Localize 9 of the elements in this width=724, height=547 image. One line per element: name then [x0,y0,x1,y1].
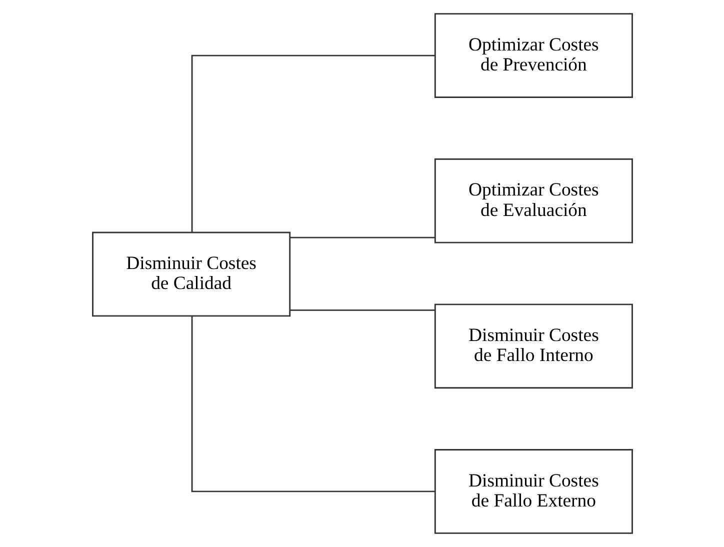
connector [190,54,434,232]
connector [289,236,434,238]
connector [190,316,434,492]
connector [289,309,434,311]
node-box: Disminuir Costes de Fallo Externo [434,449,632,534]
node-box: Optimizar Costes de Evaluación [434,158,632,244]
node-box: Disminuir Costes de Fallo Interno [434,304,632,389]
node-box: Optimizar Costes de Prevención [434,13,632,98]
node-box: Disminuir Costes de Calidad [92,232,290,317]
